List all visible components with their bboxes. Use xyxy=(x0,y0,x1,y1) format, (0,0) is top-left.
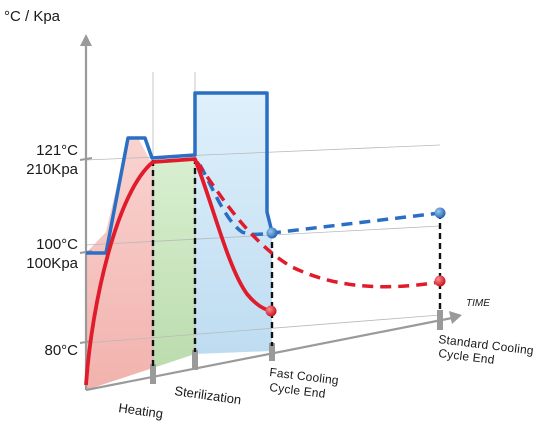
x-axis-arrow xyxy=(449,311,462,324)
tick-post-heating-end xyxy=(150,364,156,384)
series-pressure-solid xyxy=(86,91,274,255)
event-label-fast-cooling-2: Cycle End xyxy=(269,380,327,401)
standard-cooling-temperature-point xyxy=(434,275,446,287)
cooling-region xyxy=(195,93,272,354)
y-tick-temp-80: 80°C xyxy=(44,342,78,359)
x-axis-label: TIME xyxy=(466,298,490,309)
sterilization-region xyxy=(153,158,195,368)
y-tick-temp-121: 121°C xyxy=(36,142,78,159)
event-label-standard-cooling-2: Cycle End xyxy=(438,346,496,367)
y-axis-arrow xyxy=(80,34,92,46)
heating-region xyxy=(86,138,153,390)
tick-post-fast-cooling-end xyxy=(269,343,275,361)
tick-post-sterilization-end xyxy=(192,350,198,370)
standard-cooling-pressure-point xyxy=(434,207,446,219)
fast-cooling-pressure-point xyxy=(266,227,278,239)
y-tick-pressure-210: 210Kpa xyxy=(26,161,78,178)
y-tick-temp-100: 100°C xyxy=(36,236,78,253)
tick-post-standard-cooling-end xyxy=(437,310,443,330)
series-pressure-dashed xyxy=(198,164,441,237)
y-tick-pressure-100: 100Kpa xyxy=(26,255,78,272)
series-temperature-dashed xyxy=(195,160,441,289)
axis-unit-label: °C / Kpa xyxy=(4,8,61,25)
fast-cooling-temperature-point xyxy=(265,305,277,317)
series-temperature-solid xyxy=(84,157,273,386)
phase-label-sterilization: Sterilization xyxy=(174,383,243,407)
phase-label-heating: Heating xyxy=(118,400,164,421)
phase-markers xyxy=(151,158,442,366)
